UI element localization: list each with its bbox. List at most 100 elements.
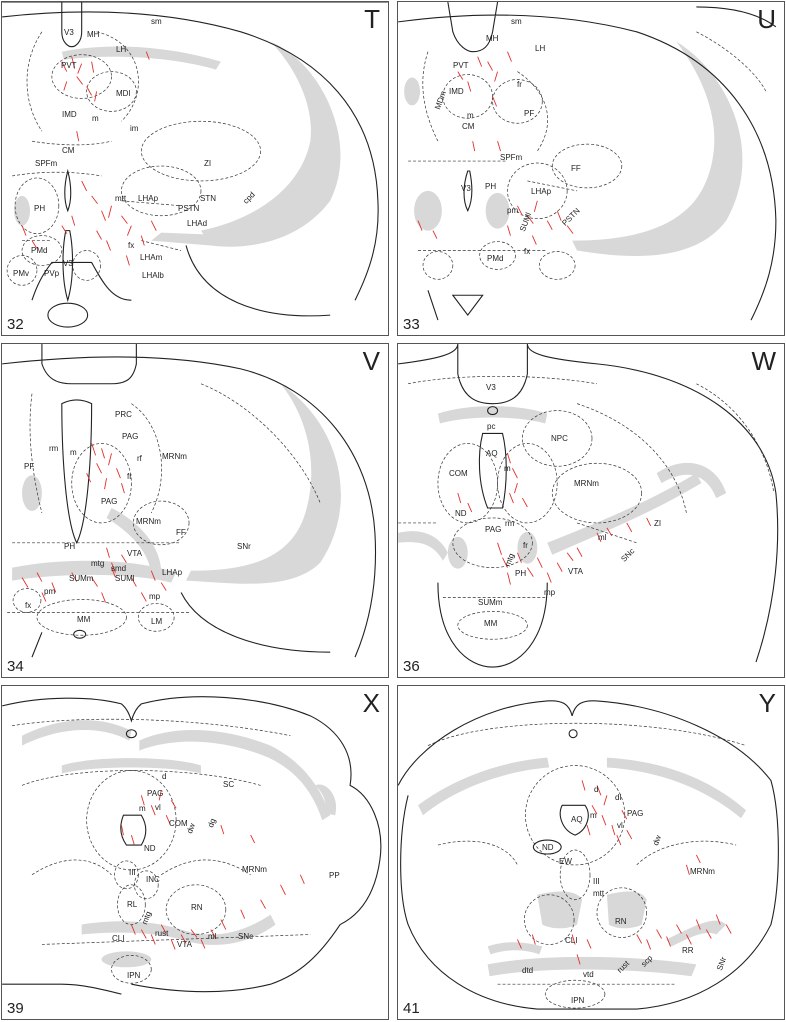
structure-label: LHAp bbox=[531, 187, 552, 196]
structure-label: SNc bbox=[238, 932, 254, 941]
structure-label: LHAp bbox=[138, 194, 159, 203]
structure-label: pc bbox=[487, 422, 496, 431]
structure-label: PSTN bbox=[178, 204, 200, 213]
section-number: 39 bbox=[7, 1000, 24, 1017]
structure-label: RN bbox=[191, 903, 203, 912]
structure-label: mtt bbox=[115, 194, 127, 203]
structure-label: ml bbox=[208, 932, 217, 941]
structure-label: FF bbox=[176, 528, 186, 537]
structure-label: III bbox=[129, 868, 136, 877]
structure-label: mp bbox=[149, 592, 161, 601]
structure-label: FF bbox=[571, 164, 581, 173]
structure-label: IPN bbox=[127, 971, 141, 980]
structure-label: SUMm bbox=[69, 574, 94, 583]
structure-label: MRNm bbox=[136, 517, 161, 526]
structure-label: VTA bbox=[177, 940, 192, 949]
structure-label: RR bbox=[682, 946, 694, 955]
structure-label: LHAlb bbox=[142, 271, 164, 280]
structure-label: vl bbox=[155, 803, 161, 812]
structure-label: STN bbox=[200, 194, 216, 203]
panel-w: W 36 V3 pc NPC AQ m COM MRNm ND PAG rm Z… bbox=[397, 343, 785, 678]
structure-label: CLI bbox=[565, 936, 578, 945]
structure-label: AQ bbox=[571, 815, 583, 824]
panel-letter: Y bbox=[758, 688, 776, 718]
panel-letter: T bbox=[364, 4, 380, 34]
structure-label: MRNm bbox=[162, 452, 187, 461]
section-number: 33 bbox=[403, 316, 420, 333]
structure-label: fx bbox=[524, 247, 531, 256]
structure-label: COM bbox=[449, 469, 468, 478]
structure-label: sm bbox=[151, 17, 162, 26]
structure-label: PH bbox=[515, 569, 527, 578]
structure-label: pm bbox=[507, 206, 519, 215]
structure-label: NPC bbox=[551, 434, 568, 443]
structure-label: dtd bbox=[522, 966, 534, 975]
structure-label: dl bbox=[615, 793, 622, 802]
structure-label: CLI bbox=[112, 934, 125, 943]
structure-label: IMD bbox=[449, 87, 464, 96]
panel-letter: X bbox=[362, 688, 380, 718]
structure-label: m bbox=[467, 111, 474, 120]
structure-label: PH bbox=[34, 204, 46, 213]
structure-label: LH bbox=[535, 44, 546, 53]
structure-label: rust bbox=[155, 929, 169, 938]
section-drawing-v bbox=[2, 344, 377, 658]
structure-label: PH bbox=[485, 182, 497, 191]
section-number: 41 bbox=[403, 1000, 420, 1017]
structure-label: MH bbox=[87, 30, 100, 39]
structure-label: SUMm bbox=[478, 598, 503, 607]
structure-label: SC bbox=[223, 780, 235, 789]
structure-label: vl bbox=[617, 821, 623, 830]
panel-letter: U bbox=[757, 4, 776, 34]
structure-label: PVp bbox=[44, 269, 60, 278]
structure-label: LHAm bbox=[140, 253, 163, 262]
structure-label: mtt bbox=[593, 889, 605, 898]
structure-label: V3 bbox=[461, 184, 471, 193]
structure-label: CM bbox=[62, 146, 75, 155]
section-number: 36 bbox=[403, 658, 420, 675]
structure-label: ml bbox=[598, 533, 607, 542]
structure-label: rf bbox=[137, 454, 142, 463]
structure-label: IPN bbox=[571, 996, 585, 1005]
structure-label: ND bbox=[542, 843, 554, 852]
structure-label: V3 bbox=[64, 28, 74, 37]
structure-label: mp bbox=[544, 588, 556, 597]
structure-label: PAG bbox=[147, 789, 164, 798]
structure-label: INC bbox=[146, 875, 160, 884]
structure-label: PAG bbox=[485, 525, 502, 534]
structure-label: LHAd bbox=[187, 219, 208, 228]
structure-label: RL bbox=[127, 900, 138, 909]
structure-label: MRNm bbox=[690, 867, 715, 876]
structure-label: V3 bbox=[63, 259, 73, 268]
structure-label: PF bbox=[524, 109, 535, 118]
structure-label: V3 bbox=[486, 383, 496, 392]
structure-label: LHAp bbox=[162, 568, 183, 577]
section-drawing-y bbox=[398, 700, 779, 1010]
panel-t: T 32 sm V3 MH LH PVT MDl IMD m im CM SPF… bbox=[1, 1, 389, 336]
structure-label: SUMl bbox=[115, 574, 135, 583]
structure-label: ND bbox=[144, 844, 156, 853]
structure-label: ZI bbox=[204, 159, 212, 168]
structure-label: fr bbox=[127, 472, 132, 481]
section-drawing-u bbox=[398, 2, 777, 321]
structure-label: PP bbox=[329, 871, 340, 880]
structure-label: smd bbox=[111, 564, 127, 573]
structure-label: MM bbox=[484, 619, 498, 628]
structure-label: PF bbox=[24, 462, 35, 471]
structure-label: m bbox=[92, 114, 99, 123]
structure-label: SPFm bbox=[500, 153, 523, 162]
structure-label: sm bbox=[511, 17, 522, 26]
section-number: 32 bbox=[7, 316, 24, 333]
structure-label: SPFm bbox=[35, 159, 58, 168]
structure-label: PVT bbox=[453, 61, 469, 70]
structure-label: VTA bbox=[568, 567, 583, 576]
structure-label: m bbox=[139, 804, 146, 813]
panel-u: U 33 sm MH LH PVT MDm IMD fr PF CM m SPF… bbox=[397, 1, 785, 336]
structure-label: pm bbox=[44, 587, 56, 596]
structure-label: SNr bbox=[237, 542, 251, 551]
structure-label: PAG bbox=[122, 432, 139, 441]
structure-label: AQ bbox=[486, 449, 498, 458]
structure-label: mtg bbox=[91, 559, 105, 568]
structure-label: MDl bbox=[116, 89, 131, 98]
structure-label: LM bbox=[151, 617, 163, 626]
